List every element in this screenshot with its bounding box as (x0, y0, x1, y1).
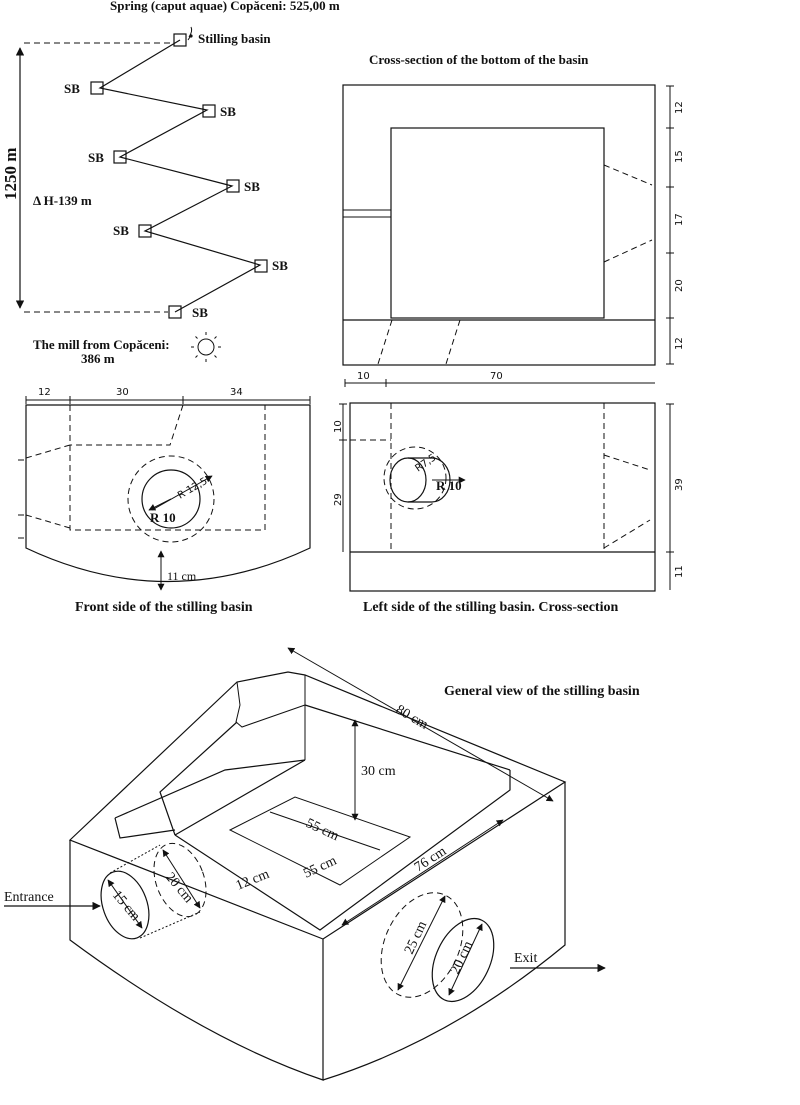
length-80: 80 cm (393, 702, 431, 732)
entrance-label: Entrance (4, 890, 54, 905)
width-55: 55 cm (303, 816, 341, 844)
exit-label: Exit (514, 951, 537, 966)
sb-marker (202, 104, 216, 118)
sb-label: SB (113, 223, 129, 238)
sb-label: SB (64, 81, 80, 96)
front-side-title: Front side of the stilling basin (75, 600, 253, 615)
mill-elevation: 386 m (81, 351, 115, 366)
left-side-view: R7,5 R 10 10 29 39 11 Left side of the s… (333, 402, 685, 615)
dim-29: 29 (333, 493, 344, 506)
stilling-basin-label: Stilling basin (198, 31, 271, 46)
diameter-20: 20 cm (448, 939, 476, 977)
width-55: 55 cm (301, 853, 339, 881)
sb-label: SB (192, 305, 208, 320)
radius-10: R 10 (436, 478, 462, 493)
stilling-basin-marker (173, 33, 187, 47)
dim-30: 30 (116, 387, 129, 398)
sb-marker (254, 259, 268, 273)
bottom-section-title: Cross-section of the bottom of the basin (369, 52, 589, 67)
dim-12: 12 (674, 101, 685, 114)
sb-marker (168, 305, 182, 319)
delta-h-label: Δ H-139 m (33, 193, 92, 208)
diameter-25: 25 cm (402, 919, 430, 957)
sb-marker (113, 150, 127, 164)
spring-label: Spring (caput aquae) Copăceni: 525,00 m (110, 0, 340, 13)
bottom-cross-section: Cross-section of the bottom of the basin… (342, 52, 685, 387)
bottom-thickness: 11 cm (167, 569, 197, 583)
general-view: General view of the stilling basin 30 cm… (4, 647, 640, 1081)
dim-70: 70 (490, 371, 503, 382)
sb-marker (90, 81, 104, 95)
dim-10: 10 (333, 420, 344, 433)
length-label: 1250 m (1, 148, 20, 200)
dim-15: 15 (674, 150, 685, 163)
mill-icon (191, 332, 221, 362)
radius-7-5: R7,5 (413, 452, 438, 474)
left-side-title: Left side of the stilling basin. Cross-s… (363, 600, 618, 615)
sb-label: SB (244, 179, 260, 194)
dim-39: 39 (674, 478, 685, 491)
front-side-view: 12 30 34 R 12,5 R 10 11 cm Front side of… (18, 387, 311, 615)
wall-12: 12 cm (234, 867, 272, 894)
depth-30: 30 cm (361, 764, 396, 779)
dim-17: 17 (674, 213, 685, 226)
diameter-15: 15 cm (109, 888, 143, 924)
dim-12: 12 (674, 337, 685, 350)
dim-12: 12 (38, 387, 51, 398)
mill-label: The mill from Copăceni: (33, 337, 170, 352)
sb-label: SB (272, 258, 288, 273)
sb-label: SB (220, 104, 236, 119)
sb-label: SB (88, 150, 104, 165)
spring-icon (187, 26, 193, 41)
general-view-title: General view of the stilling basin (444, 684, 640, 699)
radius-10: R 10 (150, 510, 176, 525)
dim-20: 20 (674, 279, 685, 292)
aqueduct-profile: Spring (caput aquae) Copăceni: 525,00 m … (1, 0, 340, 366)
sb-marker (226, 179, 240, 193)
diameter-20: 20 cm (162, 870, 196, 906)
sb-marker (138, 224, 152, 238)
dim-11: 11 (674, 565, 685, 578)
aqueduct-route-line (98, 39, 262, 313)
dim-34: 34 (230, 387, 243, 398)
dim-10: 10 (357, 371, 370, 382)
